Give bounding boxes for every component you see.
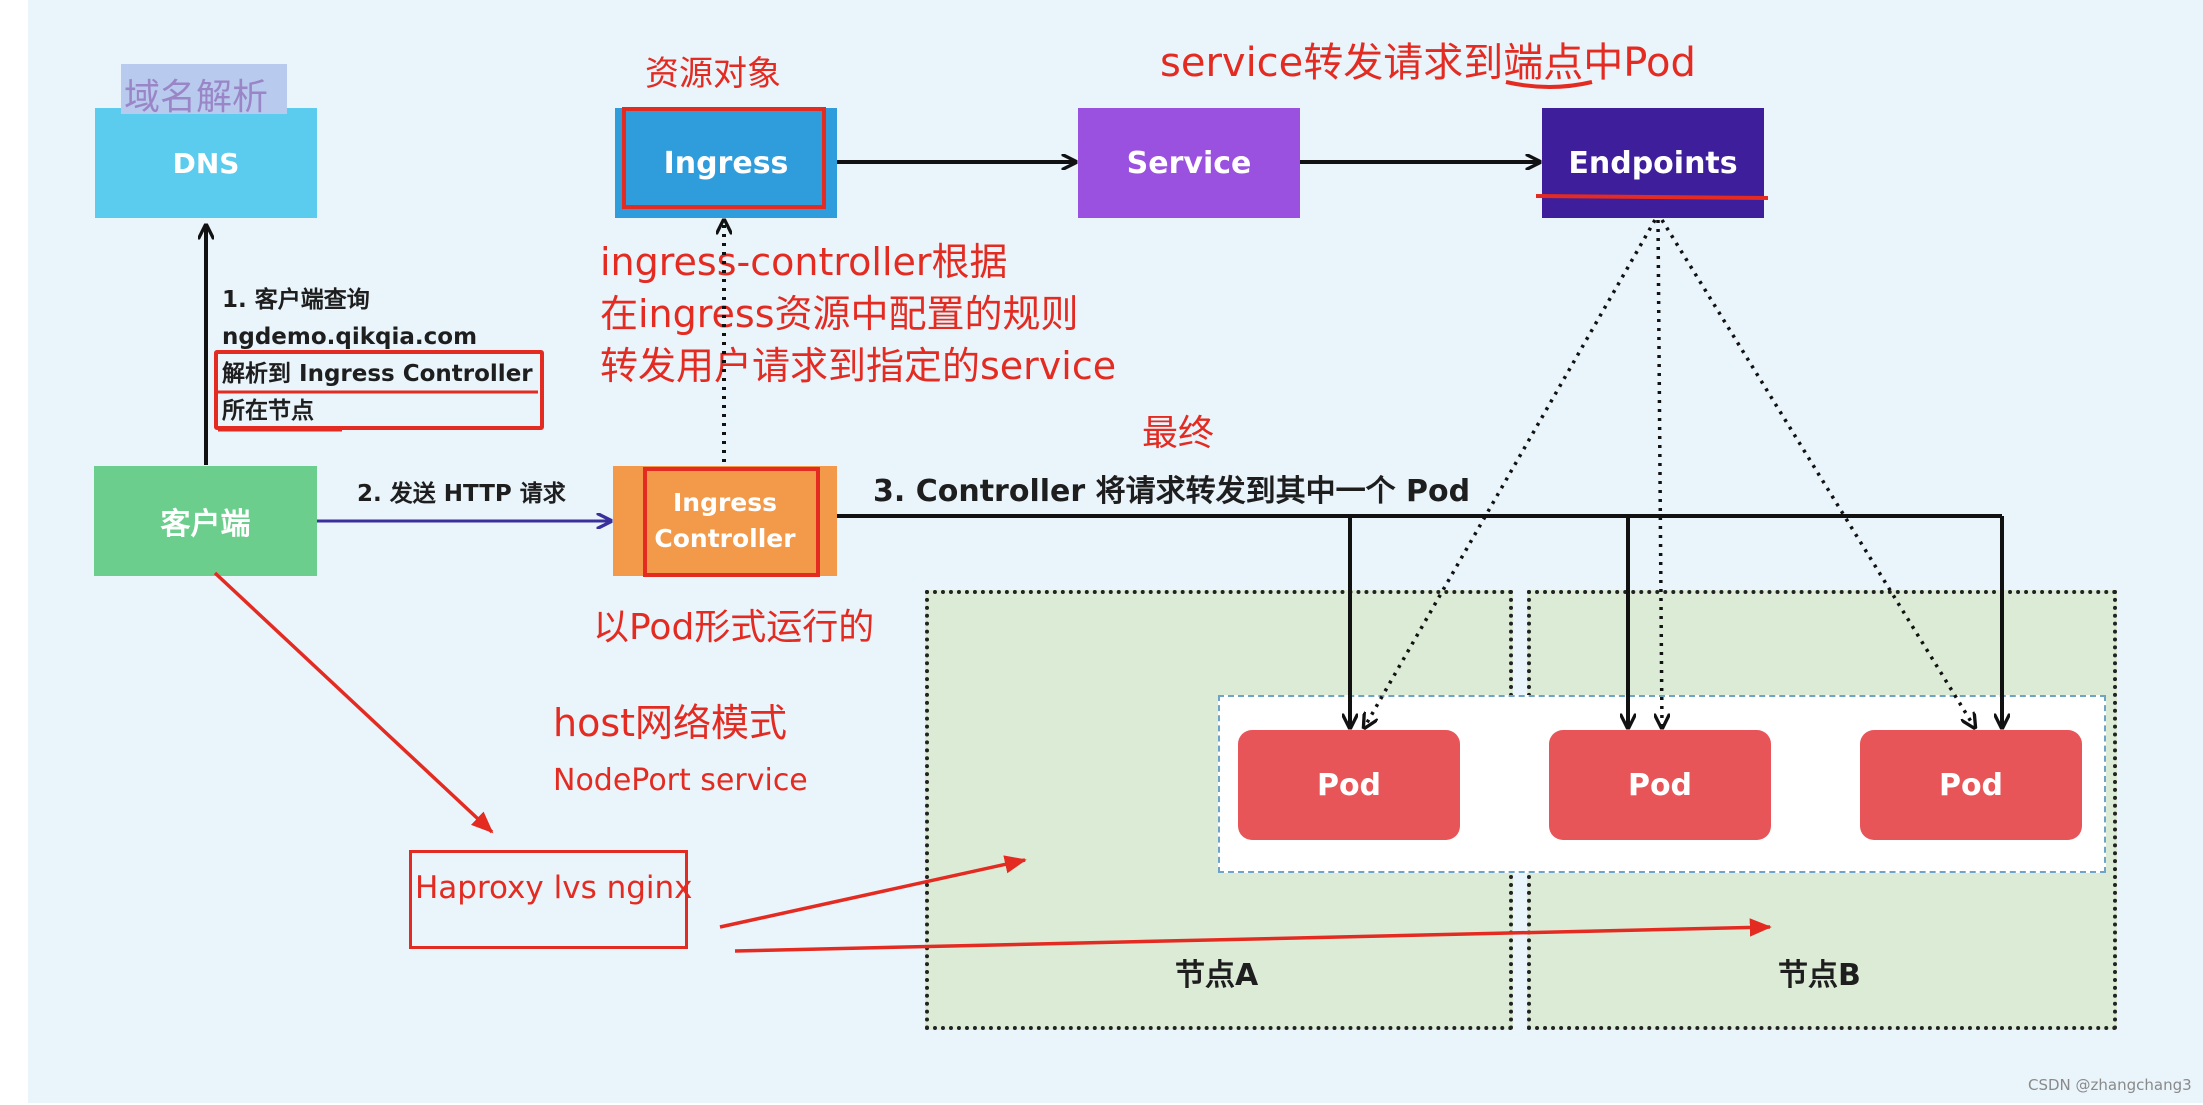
watermark: CSDN @zhangchang3: [2028, 1076, 2192, 1094]
ingress-controller-desc-line3: 转发用户请求到指定的service: [600, 344, 1117, 388]
client-box: 客户端: [94, 466, 317, 576]
ingress-box: Ingress: [615, 108, 837, 218]
host-network-annotation: host网络模式: [553, 701, 788, 745]
arrow-client-to-haproxy: [213, 571, 494, 834]
controller-highlight-outline: [643, 467, 820, 577]
ingress-controller-label-line1: Ingress: [672, 488, 778, 517]
step3-text: 3. Controller 将请求转发到其中一个 Pod: [873, 474, 1471, 509]
endpoints-box: Endpoints: [1542, 108, 1764, 218]
step1-line4: 所在节点: [222, 398, 314, 424]
step1-line1: 1. 客户端查询: [222, 287, 370, 313]
ingress-label: Ingress: [663, 145, 789, 181]
endpoints-label: Endpoints: [1568, 145, 1738, 181]
pod-a-label: Pod: [1316, 767, 1382, 803]
endpoints-red-underline: [1535, 194, 1769, 200]
arrow-haproxy-to-node-a: [719, 855, 1027, 929]
pod-c-label: Pod: [1938, 767, 2004, 803]
client-label: 客户端: [160, 507, 251, 542]
final-annotation: 最终: [1142, 413, 1215, 454]
service-box: Service: [1078, 108, 1300, 218]
node-b-label: 节点B: [1778, 958, 1861, 993]
step1-highlight-outline: [214, 350, 544, 430]
service-label: Service: [1126, 145, 1252, 181]
ingress-controller-desc-line1: ingress-controller根据: [600, 240, 1008, 284]
step1-text: 1. 客户端查询 ngdemo.qikqia.com 解析到 Ingress C…: [222, 282, 533, 430]
dns-box: DNS: [95, 108, 317, 218]
step1-line2: ngdemo.qikqia.com: [222, 324, 478, 350]
nodeport-annotation: NodePort service: [553, 763, 808, 798]
domain-parse-highlight: [121, 64, 287, 114]
ingress-controller-desc: ingress-controller根据 在ingress资源中配置的规则 转发…: [600, 236, 1116, 392]
resource-object-annotation: 资源对象: [645, 54, 781, 94]
ingress-controller-label-line2: Controller: [654, 524, 796, 553]
endpoint-word-underline: [1505, 80, 1593, 89]
pod-b-box: Pod: [1549, 730, 1771, 840]
run-as-pod-annotation: 以Pod形式运行的: [593, 607, 875, 648]
dns-label: DNS: [172, 146, 240, 180]
arrow-haproxy-to-node-b: [734, 918, 1772, 953]
haproxy-box: [409, 850, 688, 949]
ingress-controller-desc-line2: 在ingress资源中配置的规则: [600, 292, 1079, 336]
pod-b-label: Pod: [1627, 767, 1693, 803]
step1-line3: 解析到 Ingress Controller: [222, 361, 533, 387]
step2-text: 2. 发送 HTTP 请求: [357, 481, 566, 507]
ingress-highlight-outline: [622, 107, 826, 209]
pod-c-box: Pod: [1860, 730, 2082, 840]
arrow-endpoints-to-pod-b: [1658, 219, 1662, 728]
haproxy-annotation: Haproxy lvs nginx: [415, 870, 693, 906]
arrow-endpoints-to-pod-c: [1660, 219, 1975, 728]
ingress-controller-box: Ingress Controller: [613, 466, 837, 576]
service-forward-annotation: service转发请求到端点中Pod: [1160, 40, 1696, 86]
arrow-endpoints-to-pod-a: [1364, 219, 1657, 728]
domain-parse-annotation: 域名解析: [124, 77, 269, 118]
pod-a-box: Pod: [1238, 730, 1460, 840]
node-a-label: 节点A: [1175, 958, 1259, 993]
